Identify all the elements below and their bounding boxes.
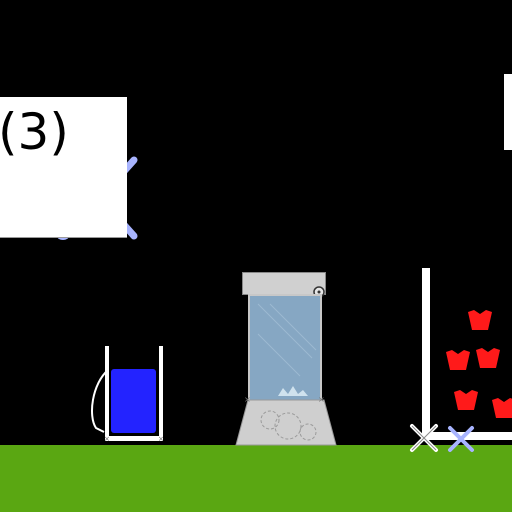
berry-container-walls <box>422 268 512 440</box>
strawberry-icon[interactable] <box>468 310 492 330</box>
cup[interactable]: × × <box>86 344 170 446</box>
ground <box>0 445 512 512</box>
blender-motor: × × <box>235 395 337 446</box>
hint-panel <box>0 97 127 238</box>
blender-base: × × <box>235 395 337 446</box>
cup-handle <box>91 369 109 433</box>
strawberry-icon[interactable] <box>492 398 512 418</box>
cup-right-wall <box>159 346 163 440</box>
cup-bottom <box>105 436 163 441</box>
cup-graphic: × × <box>91 346 164 443</box>
svg-text:×: × <box>158 435 164 443</box>
svg-text:×: × <box>318 395 325 404</box>
container-left-wall <box>422 268 430 440</box>
berry-container[interactable] <box>408 268 512 458</box>
hint-text: (3) <box>0 103 69 161</box>
strawberry-icon[interactable] <box>454 390 478 410</box>
svg-text:×: × <box>104 435 110 443</box>
blender-jar[interactable] <box>248 294 322 402</box>
svg-text:×: × <box>244 395 251 404</box>
container-floor <box>422 432 512 440</box>
blender-glass <box>257 303 317 396</box>
right-panel <box>504 74 512 150</box>
cup-liquid <box>111 369 156 433</box>
strawberry-icon[interactable] <box>446 350 470 370</box>
x-joint-icon[interactable] <box>446 424 476 454</box>
strawberry-icon[interactable] <box>476 348 500 368</box>
x-joint-icon[interactable] <box>408 422 440 454</box>
cup-left-wall <box>105 346 109 440</box>
blender-blade <box>278 386 308 396</box>
